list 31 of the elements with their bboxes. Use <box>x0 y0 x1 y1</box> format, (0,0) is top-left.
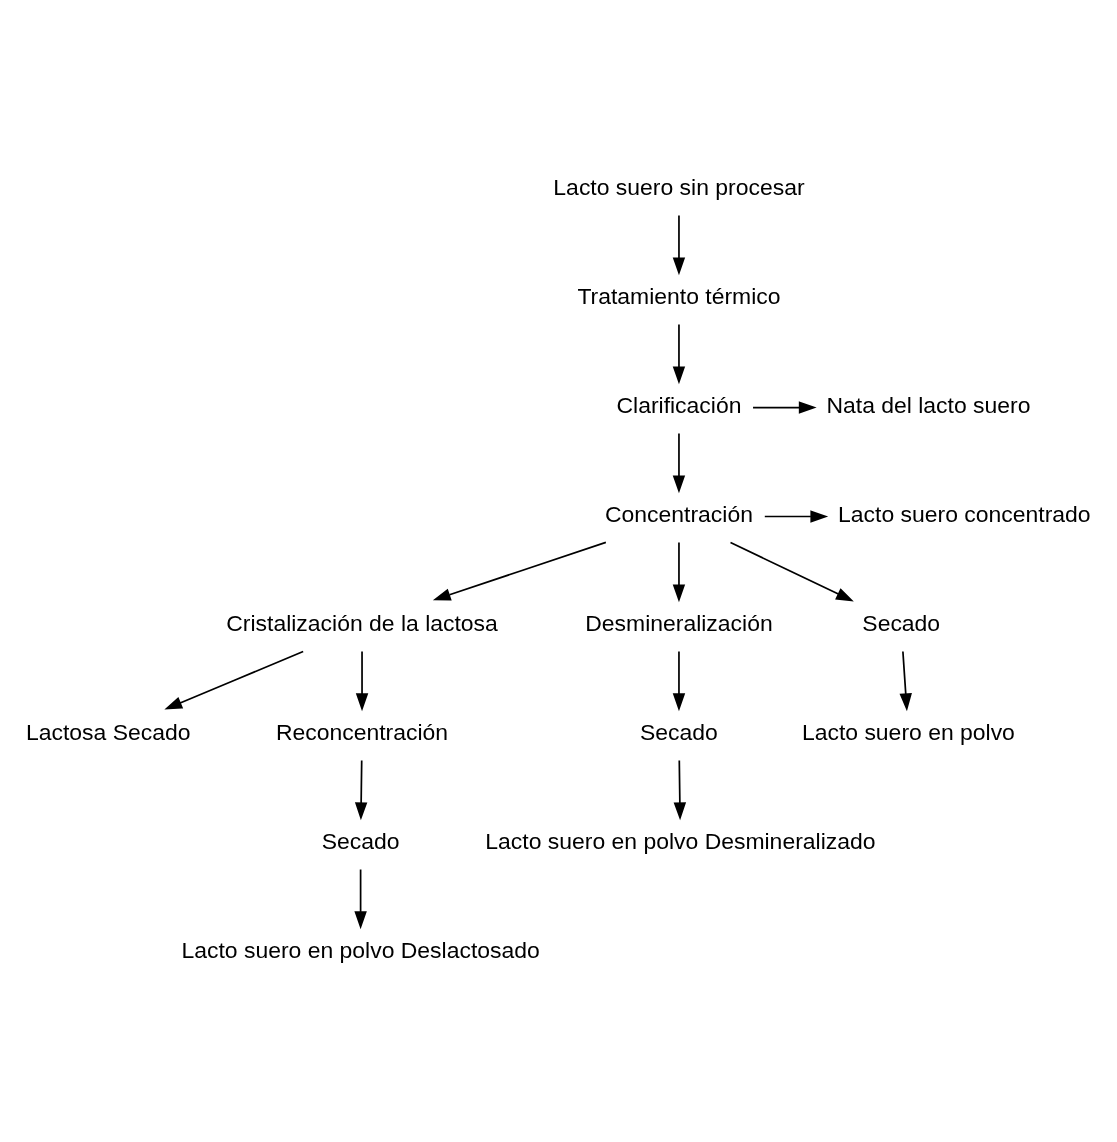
arrow <box>899 650 912 712</box>
arrow <box>673 759 687 821</box>
arrow <box>672 650 686 712</box>
node-text: Lactosa Secado <box>25 718 191 745</box>
arrow <box>752 401 817 414</box>
arrow <box>432 541 607 601</box>
node-text: Lacto suero en polvo Deslactosado <box>181 936 540 963</box>
node-text: Secado <box>640 718 718 745</box>
node-text: Lacto suero concentrado <box>838 500 1091 527</box>
arrow <box>164 650 305 710</box>
arrow <box>763 510 829 523</box>
arrow <box>355 650 369 712</box>
node-text: Concentración <box>605 500 753 527</box>
node-text: Lacto suero en polvo Desmineralizado <box>485 827 876 854</box>
node-text: Tratamiento térmico <box>577 282 781 309</box>
node-text: Desmineralización <box>585 609 773 636</box>
arrow <box>672 214 686 276</box>
arrow <box>729 541 854 602</box>
node-text: Nata del lacto suero <box>826 391 1031 418</box>
arrow <box>672 323 686 385</box>
node-text: Lacto suero sin procesar <box>553 174 805 200</box>
arrow <box>354 868 367 930</box>
arrow <box>672 541 686 603</box>
arrow <box>672 432 686 494</box>
node-text: Secado <box>862 609 941 636</box>
node-text: Clarificación <box>616 391 742 418</box>
node-text: Lacto suero en polvo <box>801 718 1015 745</box>
node-text: Secado <box>321 827 400 854</box>
node-text: Reconcentración <box>275 718 449 745</box>
node-text: Cristalización de la lactosa <box>226 609 498 636</box>
arrow <box>354 759 368 821</box>
